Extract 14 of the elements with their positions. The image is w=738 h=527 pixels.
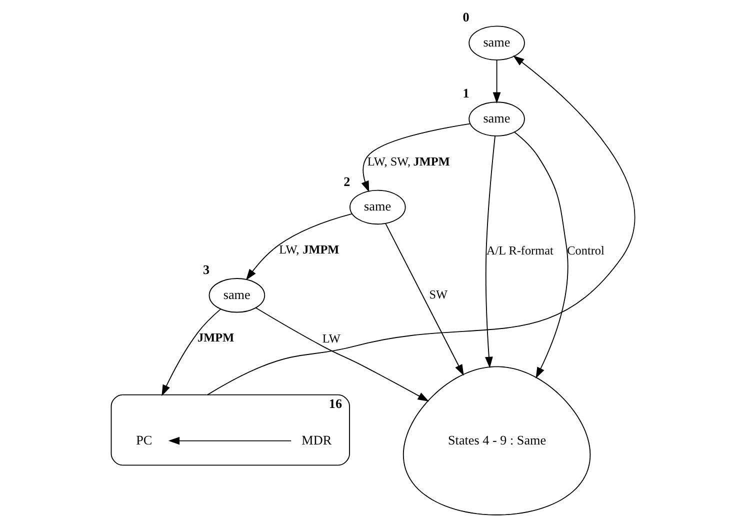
node-text: PC: [136, 432, 152, 448]
node-text: MDR: [301, 432, 332, 448]
node-label: 3: [202, 262, 210, 278]
edge-label: LW, JMPM: [278, 242, 339, 257]
node-label: 16: [328, 396, 342, 412]
node-label: 2: [343, 174, 350, 189]
edge-label: A/L R-format: [486, 243, 553, 258]
edge-label: JMPM: [197, 330, 234, 345]
edge-label: SW: [428, 288, 448, 302]
node-label: 0: [462, 10, 469, 25]
edge-label: LW: [322, 332, 340, 346]
edge-label: Control: [566, 243, 604, 258]
edge-label: LW, SW, JMPM: [366, 154, 450, 168]
node-label: 1: [462, 86, 469, 101]
